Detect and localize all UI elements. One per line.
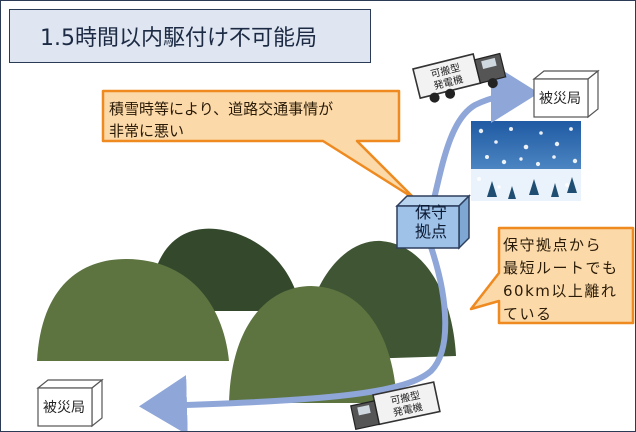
mountains: [37, 228, 456, 403]
callout-snow-shape: [101, 89, 417, 201]
station-top-label: 被災局: [539, 91, 581, 107]
callout-snow-text: 積雪時等により、道路交通事情が 非常に悪い: [109, 100, 334, 140]
page-title: 1.5時間以内駆付け不可能局: [9, 9, 371, 63]
callout-distance-shape: [469, 226, 635, 325]
maintenance-base: [395, 194, 471, 250]
station-bottom-label: 被災局: [43, 400, 85, 416]
generator-truck-top: 可搬型 発電機: [412, 52, 507, 103]
generator-truck-bottom: 可搬型 発電機: [350, 381, 441, 431]
route-to-top-station: [431, 63, 539, 202]
maintenance-base-label: 保守 拠点: [414, 203, 447, 241]
mountain-right-front: [229, 286, 397, 403]
mountain-left: [37, 259, 229, 361]
callout-distance-text: 保守拠点から 最短ルートでも 60km以上離れ ている: [503, 236, 619, 323]
station-top-box: [532, 69, 600, 119]
snow-scene: [471, 121, 581, 201]
route-to-bottom-station: [139, 244, 449, 431]
station-bottom-box: [36, 378, 104, 428]
